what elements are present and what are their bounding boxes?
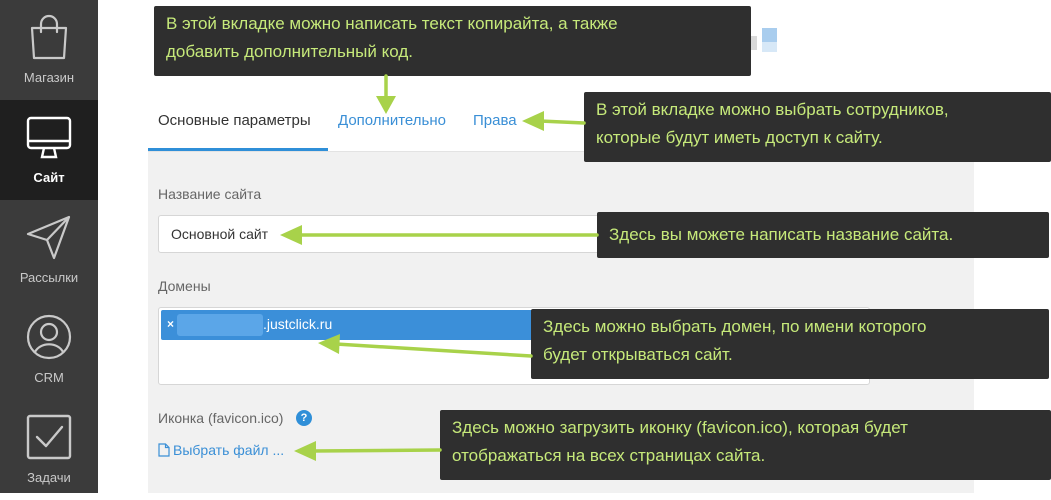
file-icon [158, 443, 170, 457]
callout-line: отображаться на всех страницах сайта. [452, 446, 766, 465]
callout-domain: Здесь можно выбрать домен, по имени кото… [531, 309, 1049, 379]
callout-line: Здесь можно выбрать домен, по имени кото… [543, 317, 927, 336]
sidebar-item-label: Магазин [23, 70, 75, 85]
domain-value: .justclick.ru [263, 316, 333, 332]
tab-additional[interactable]: Дополнительно [338, 112, 446, 129]
callout-rights-tab: В этой вкладке можно выбрать сотрудников… [584, 92, 1051, 162]
paper-plane-icon [26, 215, 71, 260]
active-tab-indicator [148, 148, 328, 151]
callout-line: которые будут иметь доступ к сайту. [596, 128, 883, 147]
callout-additional-tab: В этой вкладке можно написать текст копи… [154, 6, 751, 76]
sidebar-item-site[interactable]: Сайт [0, 100, 98, 200]
help-icon[interactable]: ? [296, 410, 312, 426]
sidebar-item-label: Сайт [33, 170, 65, 185]
blurred-subdomain [177, 314, 263, 336]
monitor-icon [26, 116, 72, 159]
tab-rights[interactable]: Права [473, 112, 517, 129]
remove-domain-icon[interactable]: × [167, 317, 175, 331]
domains-label: Домены [158, 278, 211, 294]
callout-site-name: Здесь вы можете написать название сайта. [597, 212, 1049, 258]
choose-file-label: Выбрать файл ... [173, 442, 285, 458]
sidebar-item-tasks[interactable]: Задачи [0, 400, 98, 500]
callout-line: В этой вкладке можно написать текст копи… [166, 14, 618, 33]
sidebar: Магазин Сайт Рассылки CRM Задачи [0, 0, 98, 493]
sidebar-item-crm[interactable]: CRM [0, 300, 98, 400]
favicon-label: Иконка (favicon.ico) [158, 410, 284, 426]
sidebar-item-mailings[interactable]: Рассылки [0, 200, 98, 300]
sidebar-item-label: Задачи [27, 470, 71, 485]
sidebar-item-label: CRM [34, 370, 64, 385]
shopping-bag-icon [30, 14, 68, 60]
callout-line: В этой вкладке можно выбрать сотрудников… [596, 100, 949, 119]
callout-favicon: Здесь можно загрузить иконку (favicon.ic… [440, 410, 1051, 480]
site-name-label: Название сайта [158, 186, 262, 202]
callout-line: будет открываться сайт. [543, 345, 733, 364]
callout-line: Здесь вы можете написать название сайта. [609, 225, 954, 244]
tab-main-params[interactable]: Основные параметры [158, 112, 311, 129]
sidebar-item-label: Рассылки [19, 270, 79, 285]
callout-line: Здесь можно загрузить иконку (favicon.ic… [452, 418, 908, 437]
choose-file-link[interactable]: Выбрать файл ... [158, 442, 284, 458]
tabs-divider [148, 151, 975, 152]
sidebar-item-shop[interactable]: Магазин [0, 0, 98, 100]
callout-line: добавить дополнительный код. [166, 42, 413, 61]
checkbox-icon [26, 414, 72, 460]
user-circle-icon [26, 314, 72, 360]
